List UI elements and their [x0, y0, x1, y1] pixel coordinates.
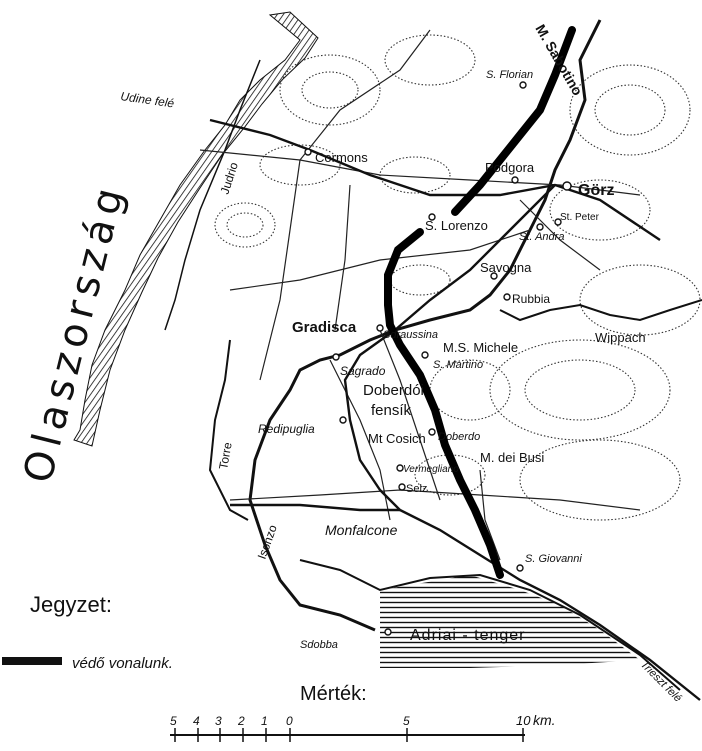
- sea-shoreline: [299, 559, 681, 691]
- label-savogna: Savogna: [480, 260, 532, 275]
- scale-tick-label: 2: [237, 714, 245, 728]
- label-doberdo: Doberdo: [438, 431, 480, 443]
- legend: Jegyzet: védő vonalunk.: [2, 592, 173, 672]
- label-gorz: Görz: [578, 182, 614, 199]
- label-doberdo-plateau-2: fensík: [371, 402, 412, 419]
- italian-border-band: [73, 11, 319, 447]
- legend-line-label: védő vonalunk.: [72, 655, 173, 672]
- railways: [209, 118, 701, 701]
- label-msmichele: M.S. Michele: [443, 340, 518, 355]
- scale-bar: Mérték: 5 4 3 2 1 0 5 10 km.: [170, 683, 556, 742]
- label-mtcosich: Mt Cosich: [368, 431, 426, 446]
- river-label-judrio: Judrio: [218, 160, 242, 196]
- scale-tick-label: 10: [516, 713, 531, 728]
- label-podgora: Podgora: [485, 160, 535, 175]
- label-stpeter: St. Peter: [560, 212, 600, 223]
- scale-tick-label: 3: [215, 714, 222, 728]
- isonzo-river: [248, 19, 602, 632]
- label-selz: Selz: [406, 483, 427, 495]
- label-smartino: S. Martino: [433, 359, 483, 371]
- adriatic-sea-area: [380, 575, 640, 668]
- label-sdobba: Sdobba: [300, 639, 338, 651]
- scale-tick-label: 5: [170, 714, 177, 728]
- label-sagrado: Sagrado: [340, 364, 386, 378]
- wippach-river: [499, 299, 702, 322]
- label-standra: St. Andra: [519, 231, 564, 243]
- scale-ticks: [174, 728, 524, 742]
- river-label-wippach: Wippach: [595, 330, 646, 345]
- legend-title: Jegyzet:: [30, 592, 112, 617]
- label-monfalcone: Monfalcone: [325, 522, 398, 538]
- label-sflorian: S. Florian: [486, 69, 533, 81]
- label-doberdo-plateau-1: Doberdói: [363, 382, 424, 399]
- label-msabotino: M. Sabotino: [532, 22, 586, 99]
- label-vermegliano: Vermegliano: [403, 464, 459, 475]
- railway-west: [230, 503, 400, 512]
- defense-line-north: [451, 26, 576, 216]
- legend-line-swatch: [2, 657, 62, 665]
- railway-gorz-monfalcone: [343, 184, 556, 511]
- label-gradisca: Gradisca: [292, 319, 357, 336]
- scale-tick-label: 4: [193, 714, 200, 728]
- scale-tick-label: 5: [403, 714, 410, 728]
- label-slorenzo: S. Lorenzo: [425, 218, 488, 233]
- scale-tick-label: 0: [286, 714, 293, 728]
- defense-line: [384, 26, 576, 579]
- label-rubbia: Rubbia: [512, 292, 550, 306]
- scale-title: Mérték:: [300, 683, 367, 705]
- torre-river: [208, 339, 249, 521]
- scale-tick-label: 1: [261, 714, 268, 728]
- judrio-river: [164, 59, 261, 331]
- railway-monfalcone-trieszt: [399, 508, 701, 701]
- label-sdraussina: Sdraussina: [383, 329, 438, 341]
- label-redipuglia: Redipuglia: [258, 422, 315, 436]
- scale-unit: km.: [533, 712, 556, 728]
- river-label-torre: Torre: [216, 441, 235, 471]
- label-sea: Adriai - tenger: [410, 627, 526, 644]
- udine-direction-label: Udine felé: [120, 89, 176, 110]
- hill-shading: [214, 34, 701, 521]
- label-mdeibusi: M. dei Busi: [480, 450, 544, 465]
- defense-line-south: [384, 228, 504, 579]
- town-markers: [304, 81, 572, 636]
- label-sgiovanni: S. Giovanni: [525, 553, 582, 565]
- label-cormons: Cormons: [315, 150, 368, 165]
- railway-udine-gorz: [209, 118, 661, 241]
- rivers: [164, 19, 702, 632]
